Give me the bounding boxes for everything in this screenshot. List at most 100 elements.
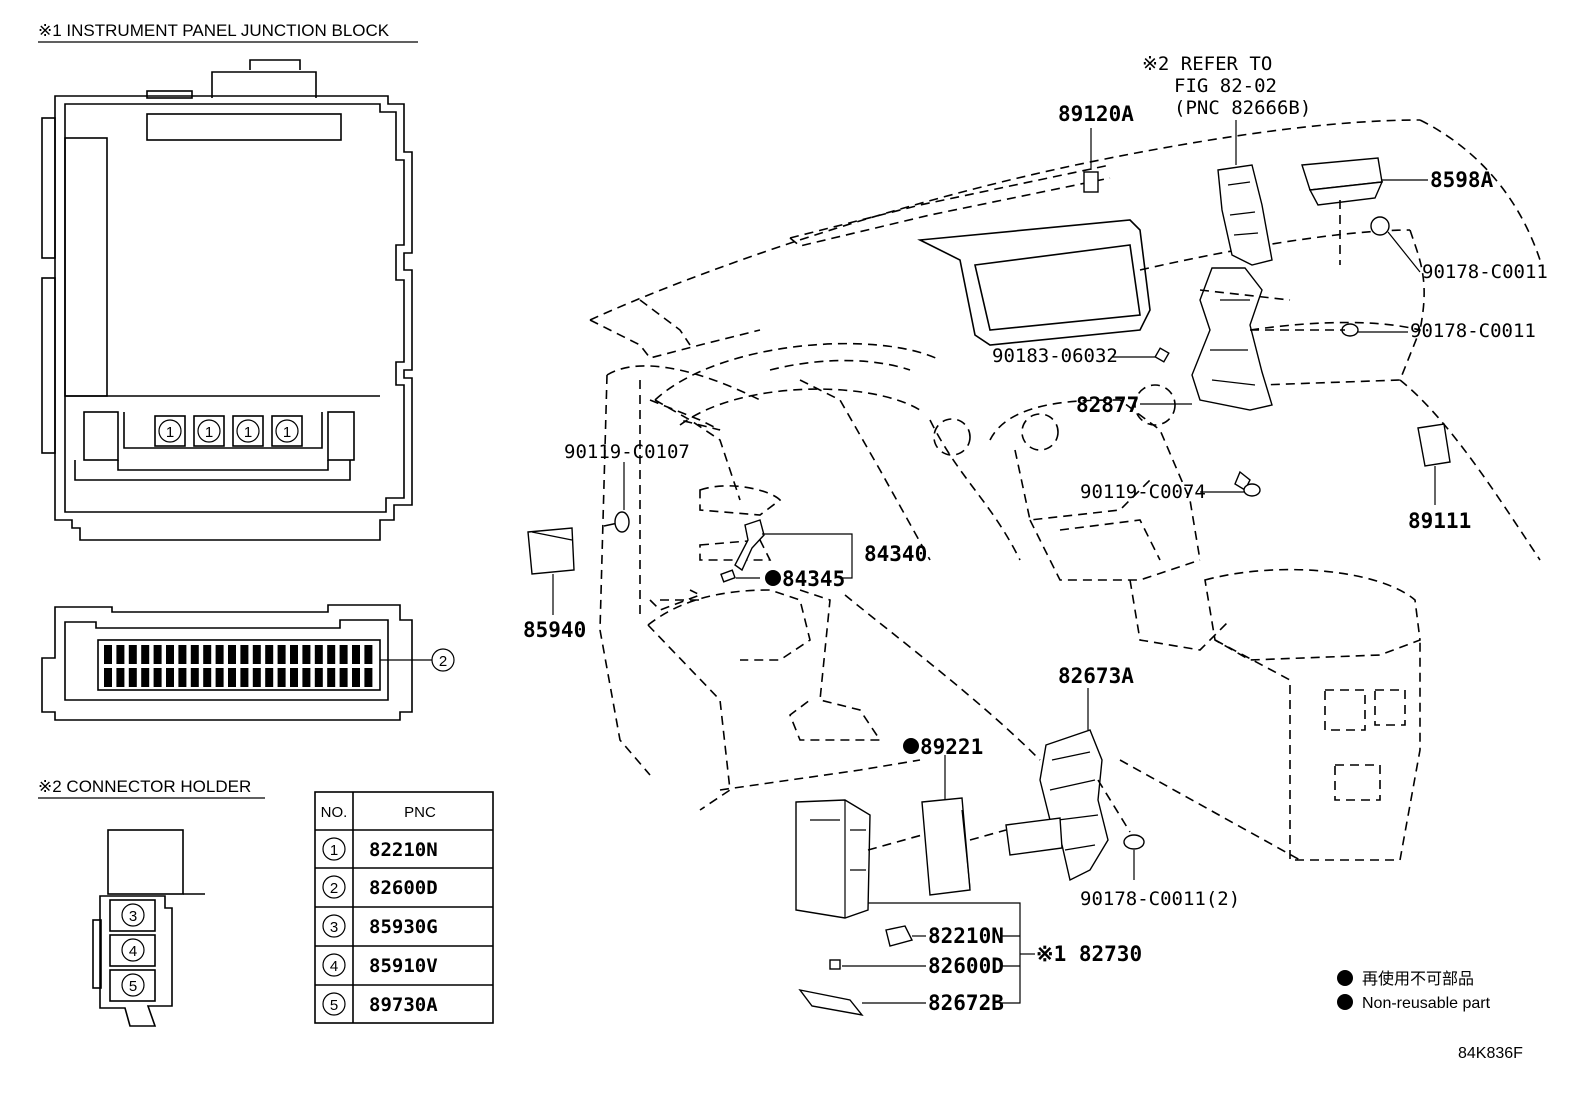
- connector-pin: [265, 668, 274, 687]
- connector-pin: [166, 645, 174, 664]
- holder-marker-4: 4: [129, 943, 137, 960]
- junction-block-drawing: 1 1 1 1: [41, 59, 413, 541]
- pnc-row-no: 2: [330, 880, 338, 897]
- connector-pin: [228, 668, 236, 687]
- part-89221-drawing: [921, 797, 971, 896]
- part-82600d-drawing: [829, 959, 841, 970]
- part-82730-drawing: [795, 799, 871, 919]
- legend-jp: 再使用不可部品: [1362, 970, 1474, 988]
- part-82672b-drawing: [798, 988, 864, 1017]
- pnc-row-no: 4: [330, 958, 338, 975]
- label-90178-mid: 90178-C0011: [1410, 320, 1536, 342]
- part-84340-drawing: [720, 519, 765, 583]
- connector-pin: [314, 645, 323, 664]
- connector-pin: [302, 668, 311, 687]
- pnc-row-value: 85910V: [369, 955, 438, 977]
- connector-pin: [128, 645, 137, 664]
- connector-holder-drawing: 3 4 5: [92, 829, 205, 1027]
- connector-pin: [265, 645, 274, 664]
- jb-marker-1a: 1: [166, 424, 174, 441]
- refer-line-1: ※2 REFER TO: [1142, 53, 1272, 75]
- connector-pin: [352, 668, 360, 687]
- connector-block-drawing: 2: [41, 604, 455, 721]
- legend-dot-jp: [1337, 970, 1353, 986]
- connector-marker: 2: [439, 653, 447, 670]
- connector-pin: [141, 668, 150, 687]
- part-89120a-drawing: [1083, 171, 1099, 193]
- label-84345: 84345: [782, 567, 845, 591]
- label-82672b: 82672B: [928, 991, 1004, 1015]
- junction-block-title: ※1 INSTRUMENT PANEL JUNCTION BLOCK: [38, 21, 390, 40]
- connector-pin: [116, 645, 125, 664]
- connector-pin: [240, 668, 249, 687]
- legend-dot-en: [1337, 994, 1353, 1010]
- connector-pin: [339, 645, 348, 664]
- pnc-row-no: 1: [330, 842, 338, 859]
- connector-pin: [153, 668, 162, 687]
- label-84340: 84340: [864, 542, 927, 566]
- label-82730: ※1 82730: [1036, 942, 1142, 966]
- label-82600d: 82600D: [928, 954, 1004, 978]
- clip-90178-lower: [1123, 834, 1145, 850]
- connector-pin: [104, 645, 112, 664]
- label-82877: 82877: [1076, 393, 1139, 417]
- connector-pin: [352, 645, 360, 664]
- connector-pin: [190, 645, 199, 664]
- connector-pin: [327, 668, 336, 687]
- connector-pin: [314, 668, 323, 687]
- non-reusable-mark: [903, 738, 919, 754]
- holder-marker-5: 5: [129, 978, 137, 995]
- bracket-drawing: [1191, 164, 1273, 411]
- connector-pin: [277, 645, 286, 664]
- label-82210n: 82210N: [928, 924, 1004, 948]
- connector-pin: [364, 645, 373, 664]
- bolt-90119-c0074: [1234, 470, 1261, 497]
- connector-pin: [166, 668, 174, 687]
- label-85940: 85940: [523, 618, 586, 642]
- pnc-row-value: 82210N: [369, 839, 438, 861]
- jb-marker-1d: 1: [283, 424, 291, 441]
- connector-pin: [104, 668, 112, 687]
- pnc-row-value: 89730A: [369, 994, 438, 1016]
- connector-pin: [141, 645, 150, 664]
- pnc-row-no: 3: [330, 919, 338, 936]
- connector-pin: [116, 668, 125, 687]
- connector-pin: [302, 645, 311, 664]
- part-8598a-drawing: [1301, 157, 1384, 206]
- pnc-header-no: NO.: [321, 804, 348, 821]
- clip-90183: [1154, 347, 1170, 363]
- connector-pin: [215, 668, 224, 687]
- label-90119-c0074: 90119-C0074: [1080, 481, 1206, 503]
- connector-pin: [215, 645, 224, 664]
- pnc-row-no: 5: [330, 997, 338, 1014]
- connector-pin: [290, 645, 298, 664]
- diagram-code: 84K836F: [1458, 1045, 1523, 1062]
- connector-pin: [364, 668, 373, 687]
- connector-pin: [327, 645, 336, 664]
- part-82210n-drawing: [885, 925, 914, 947]
- connector-pin: [190, 668, 199, 687]
- connector-pin: [240, 645, 249, 664]
- holder-marker-3: 3: [129, 908, 137, 925]
- label-90178-upper: 90178-C0011: [1422, 261, 1548, 283]
- label-8598a: 8598A: [1430, 168, 1494, 192]
- part-89111-drawing: [1417, 423, 1451, 467]
- label-89221: 89221: [920, 735, 983, 759]
- part-85940-drawing: [527, 527, 575, 575]
- label-90183: 90183-06032: [992, 345, 1118, 367]
- label-89111: 89111: [1408, 509, 1471, 533]
- connector-pin: [203, 668, 212, 687]
- pnc-row-value: 85930G: [369, 916, 438, 938]
- connector-pin: [178, 668, 187, 687]
- pnc-header-pnc: PNC: [404, 804, 436, 821]
- clip-90178-upper: [1370, 216, 1390, 236]
- label-89120a: 89120A: [1058, 102, 1134, 126]
- label-90119-c0107: 90119-C0107: [564, 441, 690, 463]
- instrument-panel-outline: [589, 119, 1541, 861]
- part-82673a-drawing: [1005, 729, 1109, 882]
- legend-en: Non-reusable part: [1362, 995, 1491, 1012]
- refer-line-2: FIG 82-02: [1174, 75, 1277, 97]
- bolt-90119-c0107: [603, 511, 630, 533]
- refer-line-3: (PNC 82666B): [1174, 97, 1311, 119]
